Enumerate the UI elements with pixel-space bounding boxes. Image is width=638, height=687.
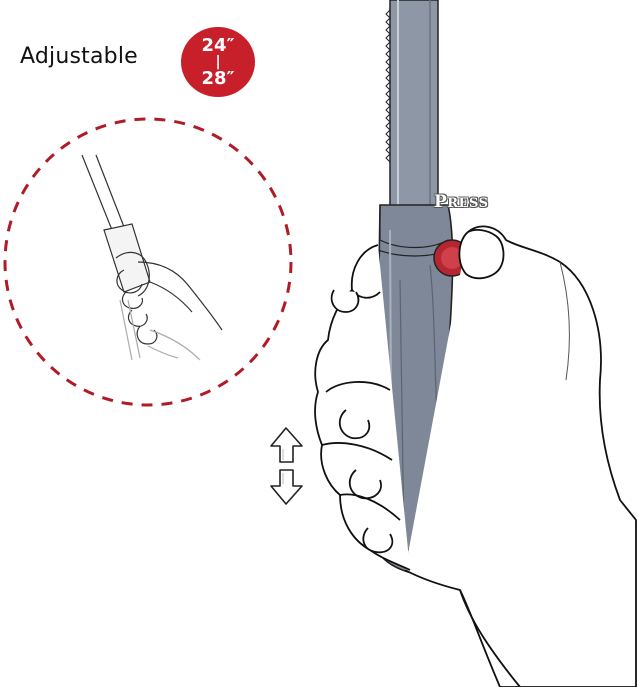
range-min-label: 28″: [201, 68, 235, 89]
down-arrow-icon: [270, 469, 303, 505]
length-range-badge: 24″ | 28″: [181, 27, 255, 97]
hand: [314, 225, 637, 687]
detail-circle: [3, 117, 293, 407]
press-label-rest: RESS: [447, 196, 489, 211]
inset-illustration: [81, 154, 223, 361]
range-max-label: 24″: [201, 35, 235, 56]
adjustable-label: Adjustable: [20, 44, 138, 69]
shaft: [385, 0, 439, 216]
press-label-first: P: [434, 192, 448, 212]
range-separator: |: [215, 54, 221, 70]
press-label: PRESS: [434, 192, 489, 212]
up-arrow-icon: [270, 427, 303, 463]
